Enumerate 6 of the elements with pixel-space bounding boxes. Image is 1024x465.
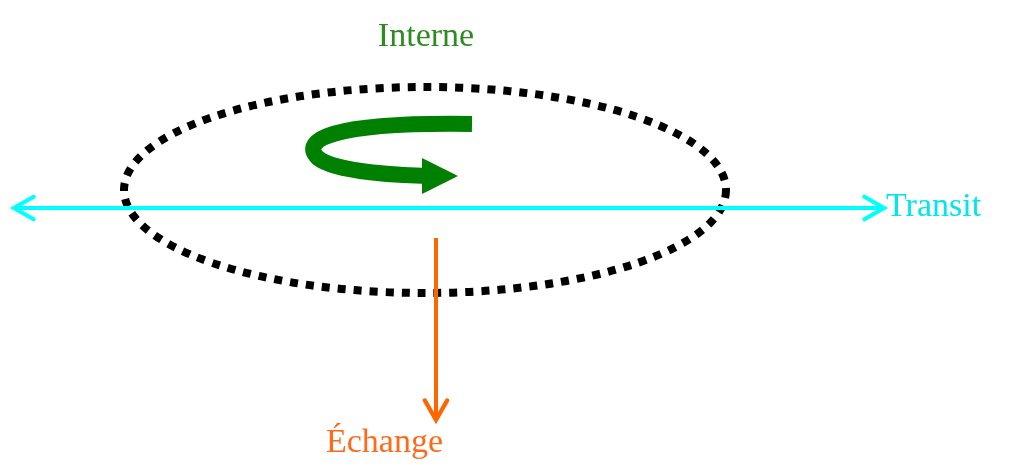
circular-arrow <box>305 115 473 194</box>
zone-label: Échange <box>326 424 444 458</box>
zone-label: Transit <box>886 188 982 222</box>
arrow <box>422 238 450 423</box>
double-arrow <box>11 194 887 222</box>
zone-label: Interne <box>377 18 475 52</box>
